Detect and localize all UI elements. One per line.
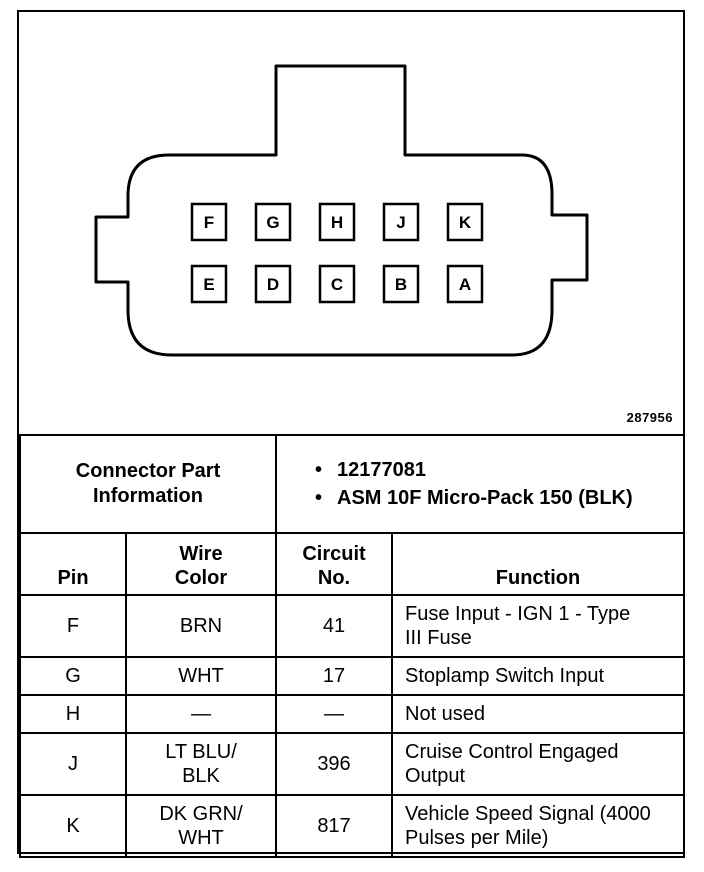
pin-cavity-a — [446, 264, 484, 304]
pin-label-a: A — [459, 275, 471, 294]
connector-part-label-text: Connector Part Information — [75, 460, 221, 507]
row-function-text: Vehicle Speed Signal (4000 Pulses per Mi… — [405, 803, 651, 849]
row-wire-color: WHT — [125, 656, 277, 696]
pin-label-g: G — [266, 213, 279, 232]
row-wire-color-text: DK GRN/ WHT — [159, 803, 243, 849]
connector-outline — [94, 64, 589, 357]
header-wire-color-text: Wire Color — [174, 543, 228, 589]
table-row: G WHT 17 Stoplamp Switch Input — [19, 656, 685, 696]
pin-label-k: K — [459, 213, 472, 232]
row-pin: J — [19, 732, 127, 796]
row-circuit: 817 — [275, 794, 393, 858]
pin-cavity-c — [318, 264, 356, 304]
part-number: 12177081 — [315, 458, 683, 482]
pin-label-j: J — [396, 213, 405, 232]
header-wire-color: Wire Color — [125, 532, 277, 596]
pin-cavity-d — [254, 264, 292, 304]
row-wire-color: BRN — [125, 594, 277, 658]
connector-diagram: F G H J K E D C B A — [94, 64, 589, 357]
row-pin: F — [19, 594, 127, 658]
row-function: Fuse Input - IGN 1 - Type III Fuse — [391, 594, 685, 658]
row-circuit: 396 — [275, 732, 393, 796]
figure-number: 287956 — [626, 410, 673, 425]
pin-cavity-e — [190, 264, 228, 304]
row-pin: K — [19, 794, 127, 858]
table-row: H — — Not used — [19, 694, 685, 734]
pin-label-b: B — [395, 275, 407, 294]
table-row: F BRN 41 Fuse Input - IGN 1 - Type III F… — [19, 594, 685, 658]
row-circuit: — — [275, 694, 393, 734]
pin-label-h: H — [331, 213, 343, 232]
header-function: Function — [391, 532, 685, 596]
pin-cavity-g — [254, 202, 292, 242]
pin-cavity-k — [446, 202, 484, 242]
connector-part-label: Connector Part Information — [19, 434, 277, 534]
pin-cavity-b — [382, 264, 420, 304]
row-wire-color: — — [125, 694, 277, 734]
pin-cavity-j — [382, 202, 420, 242]
part-description: ASM 10F Micro-Pack 150 (BLK) — [315, 486, 683, 510]
row-wire-color: DK GRN/ WHT — [125, 794, 277, 858]
row-function-text: Cruise Control Engaged Output — [405, 741, 619, 787]
row-function-text: Fuse Input - IGN 1 - Type III Fuse — [405, 603, 631, 649]
row-pin: H — [19, 694, 127, 734]
pin-table: Pin Wire Color Circuit No. Function F BR… — [19, 532, 685, 858]
pin-cavity-f — [190, 202, 228, 242]
row-pin: G — [19, 656, 127, 696]
row-function: Not used — [391, 694, 685, 734]
row-circuit: 17 — [275, 656, 393, 696]
pin-label-f: F — [204, 213, 214, 232]
pin-table-header: Pin Wire Color Circuit No. Function — [19, 532, 685, 596]
header-circuit-no-text: Circuit No. — [302, 543, 366, 589]
connector-part-list: 12177081 ASM 10F Micro-Pack 150 (BLK) — [275, 434, 685, 534]
pin-cavity-h — [318, 202, 356, 242]
pin-label-d: D — [267, 275, 279, 294]
row-circuit: 41 — [275, 594, 393, 658]
header-pin: Pin — [19, 532, 127, 596]
row-function: Stoplamp Switch Input — [391, 656, 685, 696]
row-wire-color-text: LT BLU/ BLK — [165, 741, 237, 787]
pin-label-e: E — [203, 275, 214, 294]
table-row: K DK GRN/ WHT 817 Vehicle Speed Signal (… — [19, 794, 685, 858]
row-wire-color: LT BLU/ BLK — [125, 732, 277, 796]
pin-label-c: C — [331, 275, 343, 294]
row-function: Cruise Control Engaged Output — [391, 732, 685, 796]
header-circuit-no: Circuit No. — [275, 532, 393, 596]
connector-part-info: Connector Part Information 12177081 ASM … — [19, 434, 685, 534]
row-function: Vehicle Speed Signal (4000 Pulses per Mi… — [391, 794, 685, 858]
table-row: J LT BLU/ BLK 396 Cruise Control Engaged… — [19, 732, 685, 796]
